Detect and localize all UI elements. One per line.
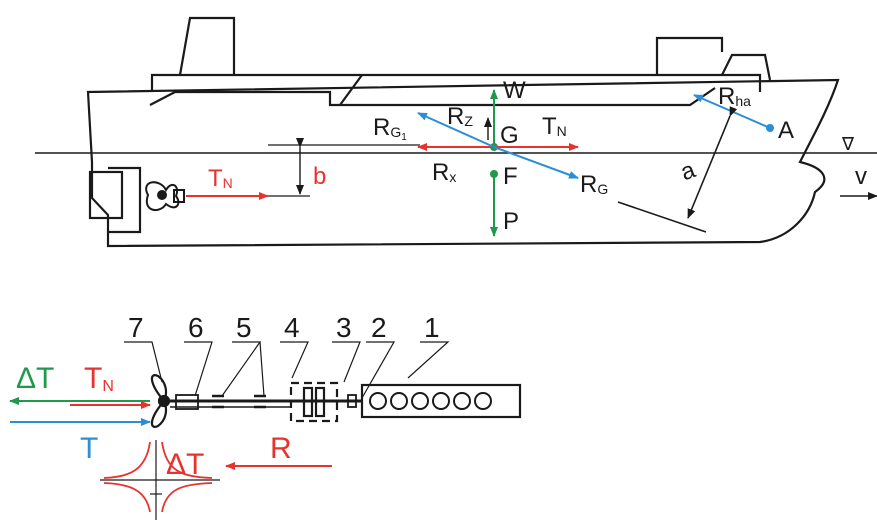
label-v: v (855, 163, 867, 190)
waterline-symbol: ∇ (841, 134, 855, 154)
coupling (347, 394, 357, 408)
a-reference-line (617, 201, 707, 233)
label-f: F (503, 163, 518, 190)
rudder (88, 170, 124, 220)
label-num-2: 2 (371, 312, 387, 343)
label-num-5: 5 (236, 312, 252, 343)
waterline-symbol-text: ∇ (841, 134, 855, 154)
label-tn-stern: TN (208, 165, 233, 192)
propeller-icon (150, 374, 171, 428)
point-f (490, 170, 498, 178)
shaft-numbers: 7 6 5 4 3 2 1 (128, 312, 440, 343)
bridge-top (721, 53, 772, 81)
label-a-point: A (778, 117, 794, 144)
pressure-curve-graph (100, 440, 220, 520)
label-a-dim: a (677, 156, 699, 186)
label-p: P (503, 208, 519, 235)
bridge-block (655, 36, 724, 75)
engine-cylinders (369, 392, 492, 410)
label-tn-shaft: TN (84, 362, 114, 395)
label-dt-red: ΔT (166, 448, 204, 481)
superstructure-step (339, 74, 363, 106)
stern-tube (175, 394, 199, 410)
label-num-1: 1 (424, 312, 440, 343)
label-b: b (313, 163, 326, 190)
label-num-6: 6 (188, 312, 204, 343)
label-num-4: 4 (284, 312, 300, 343)
arrow-rg1 (417, 112, 495, 148)
arrow-rg (493, 146, 579, 179)
a-dimension (687, 106, 738, 219)
stern-propeller-icon (145, 181, 185, 212)
superstructure (150, 73, 762, 92)
label-num-7: 7 (128, 312, 144, 343)
shaft-leader-lines (124, 341, 450, 399)
label-num-3: 3 (336, 312, 352, 343)
stern-frame (108, 166, 142, 234)
thrust-bearing-icon (296, 386, 332, 418)
label-rx: Rx (432, 159, 456, 186)
label-tn-g: TN (542, 113, 567, 140)
label-g: G (500, 122, 519, 149)
label-w: W (503, 77, 526, 104)
shaft-bearings (212, 394, 266, 409)
label-rg1: RG1 (373, 114, 407, 143)
label-rz: RZ (447, 103, 473, 130)
label-t-blue: T (80, 432, 98, 465)
label-r: R (270, 432, 292, 465)
label-dt-green: ΔT (16, 362, 54, 395)
label-rha: Rha (718, 83, 751, 110)
ship-outline (86, 16, 840, 248)
funnel (178, 16, 236, 76)
label-rg: RG (580, 171, 608, 198)
point-a (766, 124, 774, 132)
thrust-block (289, 381, 339, 423)
hull (86, 78, 840, 248)
